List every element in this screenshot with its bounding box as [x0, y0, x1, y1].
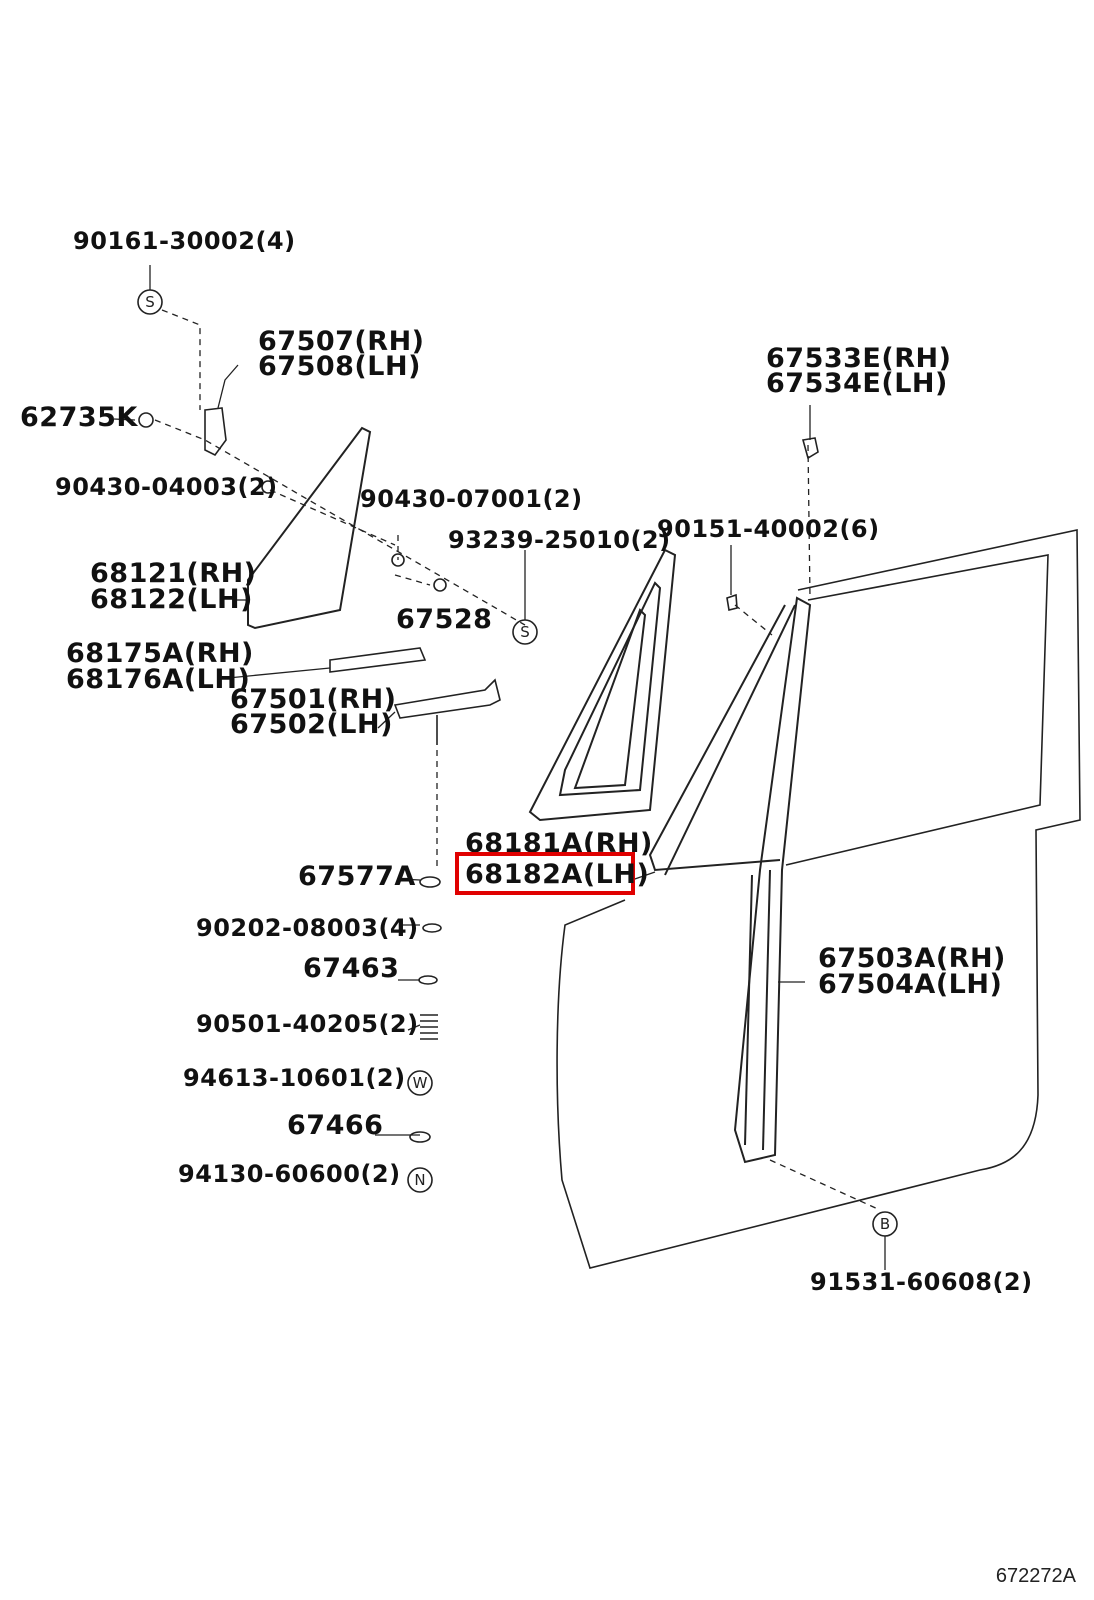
label-67504a[interactable]: 67504A(LH): [818, 969, 1003, 1000]
washer-67463: [418, 975, 438, 985]
spring-90501: [420, 1014, 438, 1040]
vent-glass: [247, 426, 372, 630]
label-67502[interactable]: 67502(LH): [230, 709, 393, 740]
symbol-s-mid: S: [520, 623, 530, 641]
figure-number: 672272A: [995, 1565, 1076, 1587]
screw-90151: [726, 593, 738, 611]
label-94130-60600[interactable]: 94130-60600(2): [178, 1160, 401, 1188]
door-outline: [556, 529, 1081, 1269]
washer-67466: [409, 1131, 431, 1143]
label-91531-60608[interactable]: 91531-60608(2): [810, 1268, 1033, 1296]
leader-lines: [113, 265, 886, 1270]
label-67534e[interactable]: 67534E(LH): [766, 368, 948, 399]
label-90430-04003[interactable]: 90430-04003(2): [55, 473, 278, 501]
highlight-box: [455, 852, 635, 895]
symbol-n: N: [414, 1171, 425, 1189]
symbol-w: W: [413, 1074, 428, 1092]
division-bar: [648, 596, 812, 1164]
symbol-b: B: [880, 1215, 890, 1233]
pivot-bracket: [204, 407, 227, 457]
washer-90430a: [261, 480, 275, 494]
label-90202-08003[interactable]: 90202-08003(4): [196, 914, 419, 942]
clip-67533e: [801, 437, 819, 460]
label-94613-10601[interactable]: 94613-10601(2): [183, 1064, 406, 1092]
label-67508[interactable]: 67508(LH): [258, 351, 421, 382]
label-67528[interactable]: 67528: [396, 604, 493, 635]
label-68176a[interactable]: 68176A(LH): [66, 664, 251, 695]
label-68122[interactable]: 68122(LH): [90, 584, 253, 615]
label-93239-25010[interactable]: 93239-25010(2): [448, 526, 671, 554]
label-67466[interactable]: 67466: [287, 1110, 384, 1141]
washer-90430b: [391, 553, 405, 567]
label-68182a[interactable]: 68182A(LH): [465, 859, 650, 890]
washer-67528: [433, 578, 447, 592]
label-90430-07001[interactable]: 90430-07001(2): [360, 485, 583, 513]
label-67463[interactable]: 67463: [303, 953, 400, 984]
label-67577a[interactable]: 67577A: [298, 861, 416, 892]
vent-frame: [528, 548, 677, 822]
label-68121[interactable]: 68121(RH): [90, 558, 257, 589]
label-67501[interactable]: 67501(RH): [230, 684, 397, 715]
symbol-s-top: S: [145, 293, 155, 311]
glass-channel-upper: [329, 647, 427, 673]
nut-62735k: [138, 412, 154, 428]
label-62735k[interactable]: 62735K: [20, 402, 138, 433]
label-68175a[interactable]: 68175A(RH): [66, 638, 254, 669]
label-67533e[interactable]: 67533E(RH): [766, 343, 952, 374]
label-90151-40002[interactable]: 90151-40002(6): [657, 515, 880, 543]
door-window-opening: [785, 554, 1049, 866]
glass-channel-lower: [393, 678, 501, 719]
label-90501-40205[interactable]: 90501-40205(2): [196, 1010, 419, 1038]
washer-90202: [422, 923, 442, 933]
label-67503a[interactable]: 67503A(RH): [818, 943, 1006, 974]
label-67507[interactable]: 67507(RH): [258, 326, 425, 357]
label-90161-30002[interactable]: 90161-30002(4): [73, 227, 296, 255]
washer-67577a: [419, 876, 441, 888]
phantom-lines: [154, 309, 881, 1211]
